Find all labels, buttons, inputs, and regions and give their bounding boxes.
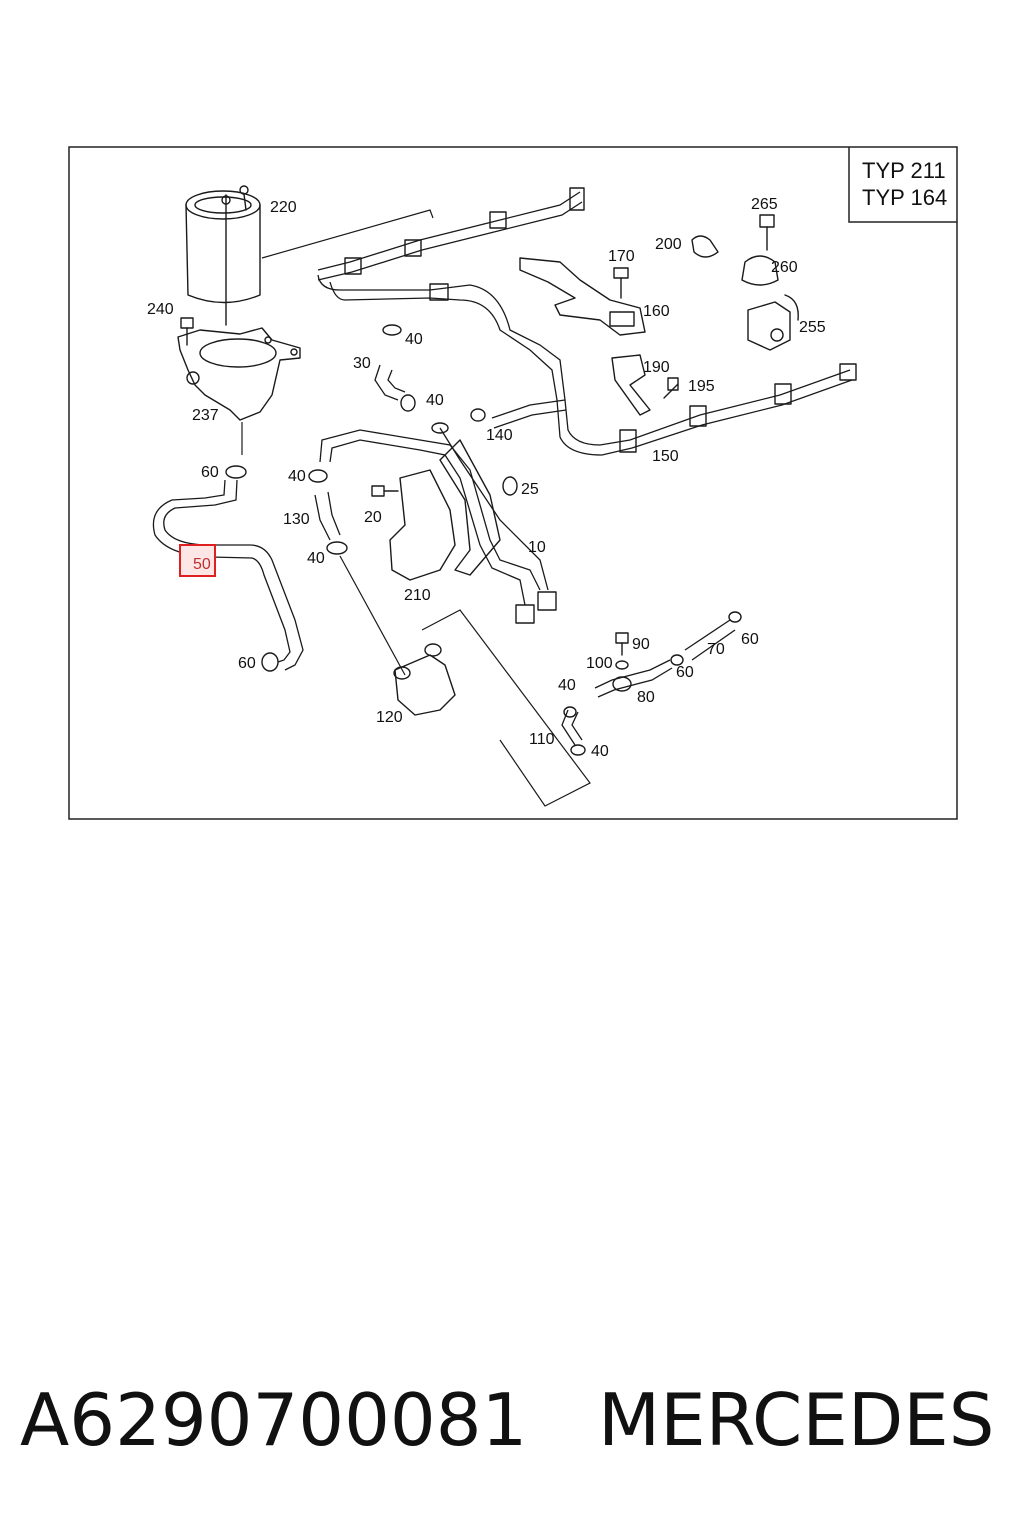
bolt-265: [759, 214, 775, 251]
tee-80: [594, 659, 673, 698]
holder-237: [177, 327, 301, 421]
pipe-10: [319, 422, 557, 624]
washer-100: [615, 660, 629, 670]
label-237: 237: [192, 407, 219, 424]
typ-box: TYP 211 TYP 164: [848, 147, 957, 223]
label-195: 195: [688, 378, 715, 395]
label-10: 10: [528, 539, 546, 556]
hose-110: [561, 706, 586, 756]
clip-200: [691, 235, 719, 258]
label-210: 210: [404, 587, 431, 604]
bolt-240: [180, 317, 194, 346]
label-100: 100: [586, 655, 613, 672]
label-40-b: 40: [426, 392, 444, 409]
hose-50: [152, 479, 304, 671]
label-60-lower: 60: [238, 655, 256, 672]
bolt-195: [663, 377, 679, 399]
typ-line-1: TYP 211: [862, 158, 946, 183]
label-40-e: 40: [558, 677, 576, 694]
label-110: 110: [529, 731, 555, 748]
label-240: 240: [147, 301, 174, 318]
label-20: 20: [364, 509, 382, 526]
label-40-d: 40: [307, 550, 325, 567]
label-190: 190: [643, 359, 670, 376]
typ-line-2: TYP 164: [862, 185, 947, 210]
label-40-a: 40: [405, 331, 423, 348]
hose-70: [670, 611, 742, 666]
label-60-upper: 60: [201, 464, 219, 481]
clamp-60-lower: [261, 652, 279, 672]
label-40-c: 40: [288, 468, 306, 485]
label-80: 80: [637, 689, 655, 706]
label-70: 70: [707, 641, 725, 658]
diagram-frame: [68, 146, 958, 820]
label-140: 140: [486, 427, 513, 444]
label-160: 160: [643, 303, 670, 320]
hose-140: [470, 399, 567, 429]
shield-210: [389, 469, 456, 581]
bracket-160: [519, 257, 646, 336]
hose-30: [374, 324, 416, 412]
canister-220: [185, 185, 261, 326]
label-25: 25: [521, 481, 539, 498]
mount-255: [747, 294, 799, 351]
label-130: 130: [283, 511, 310, 528]
label-200: 200: [655, 236, 682, 253]
line-150: [317, 187, 857, 456]
clamp-260: [741, 255, 779, 286]
housing-120: [393, 643, 456, 716]
brand-name: MERCEDES: [598, 1378, 995, 1462]
label-120: 120: [376, 709, 403, 726]
callout-labels: 220 240 237 60 40 30 40 140 40 130 20 40…: [147, 196, 826, 760]
label-255: 255: [799, 319, 826, 336]
label-60-mid: 60: [676, 664, 694, 681]
label-265: 265: [751, 196, 778, 213]
label-40-f: 40: [591, 743, 609, 760]
label-50-highlighted: 50: [193, 556, 211, 573]
caption: A6290700081 MERCEDES: [20, 1370, 1010, 1470]
label-260: 260: [771, 259, 798, 276]
label-220: 220: [270, 199, 297, 216]
clamp-40-130: [308, 469, 328, 483]
bolt-170: [613, 267, 629, 299]
washer-25: [502, 476, 518, 496]
bolt-90: [615, 632, 629, 656]
label-150: 150: [652, 448, 679, 465]
hose-130: [314, 491, 348, 555]
label-170: 170: [608, 248, 635, 265]
label-90: 90: [632, 636, 650, 653]
highlight-box-50: [179, 544, 216, 577]
label-60-right: 60: [741, 631, 759, 648]
bolt-20: [371, 485, 399, 497]
part-number: A6290700081: [20, 1378, 528, 1462]
clamp-60-upper: [225, 465, 247, 479]
bracket-190: [611, 354, 651, 416]
label-30: 30: [353, 355, 371, 372]
